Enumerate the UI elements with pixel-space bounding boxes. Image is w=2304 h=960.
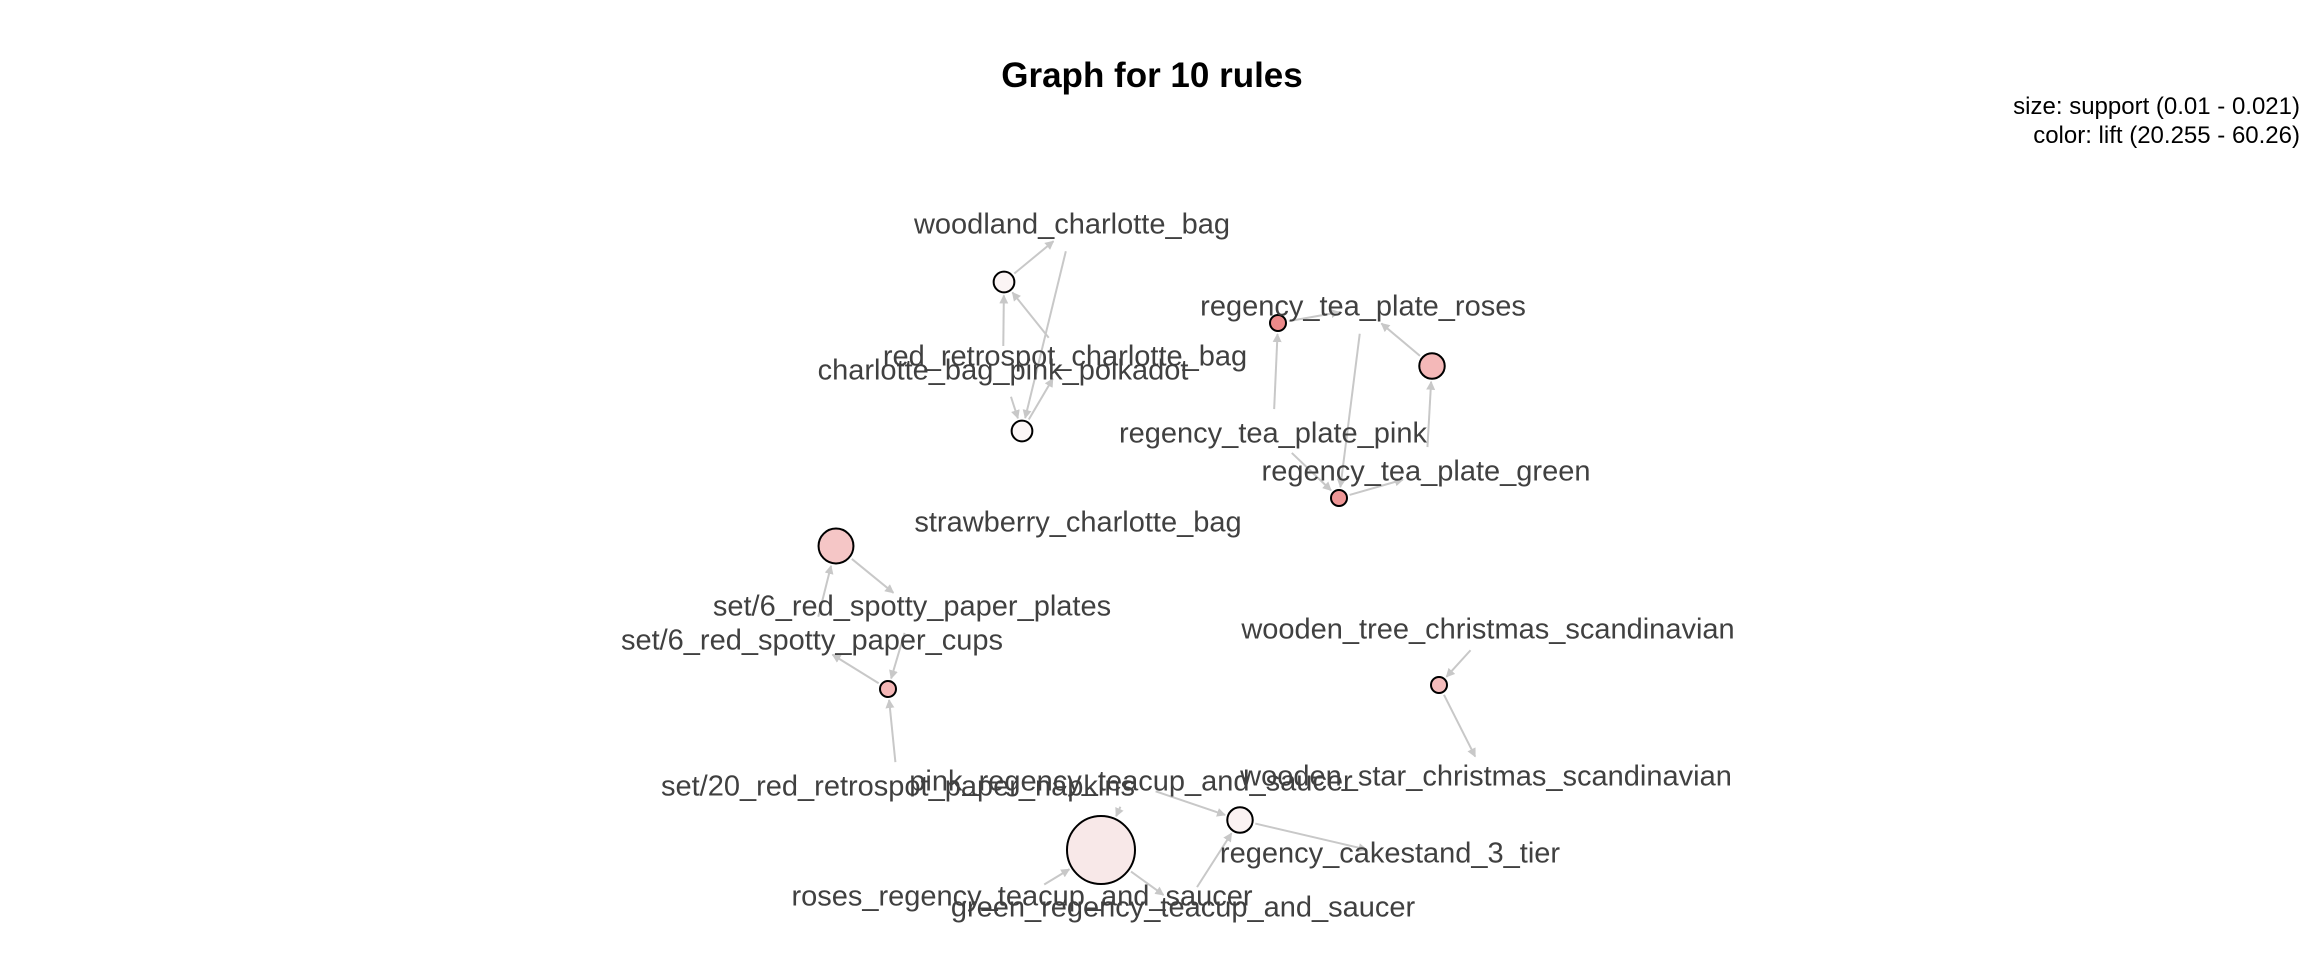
edge-r2-to-red_retrospot [1027,377,1054,420]
edge-tree-to-r8 [1445,649,1472,678]
item-label-cakestand: regency_cakestand_3_tier [1220,838,1561,870]
graph-title: Graph for 10 rules [1001,56,1303,95]
edge-pink_polkadot-to-r1 [999,294,1009,347]
rule-node-r5 [1330,489,1348,507]
item-label-cups: set/6_red_spotty_paper_cups [621,625,1003,657]
item-label-roses_teacup: roses_regency_teacup_and_saucer [791,881,1252,913]
rule-node-r3 [1269,314,1287,332]
edge-plate_pink-to-r5 [1291,452,1332,492]
item-label-star: wooden_star_christmas_scandinavian [1239,761,1732,793]
rule-nodes-layer [817,270,1448,885]
edge-plate_pink-to-r3 [1272,333,1282,410]
legend: size: support (0.01 - 0.021) color: lift… [2013,92,2300,150]
item-label-plate_green: regency_tea_plate_green [1262,456,1591,488]
edge-r7-to-cups [831,653,880,685]
edge-r8-to-star [1443,694,1477,758]
rule-node-r9 [1066,815,1136,885]
rule-node-r4 [1418,352,1446,380]
rule-node-r8 [1430,676,1448,694]
legend-color: color: lift (20.255 - 60.26) [2033,122,2300,149]
item-label-pink_polkadot: charlotte_bag_pink_polkadot [818,355,1189,387]
edge-green_teacup-to-r10 [1196,832,1233,888]
legend-size: size: support (0.01 - 0.021) [2013,93,2300,120]
edge-r1-to-woodland [1013,240,1055,275]
edges-layer [817,240,1477,896]
edge-red_retrospot-to-r1 [1011,291,1050,339]
edge-plate_roses-to-r5 [1336,333,1361,488]
edge-pink_polkadot-to-r2 [1010,396,1020,420]
edge-r4-to-plate_roses [1380,322,1421,357]
edge-r10-to-cakestand [1255,822,1368,853]
edge-woodland-to-r2 [1022,251,1067,419]
item-label-plate_pink: regency_tea_plate_pink [1119,418,1427,450]
edge-plates-to-r7 [889,632,906,680]
rule-node-r6 [817,527,855,565]
item-label-napkins: set/20_red_retrospot_paper_napkins [661,771,1135,803]
rule-node-r10 [1226,806,1254,834]
edge-r6-to-plates [851,558,895,594]
item-label-woodland: woodland_charlotte_bag [913,209,1230,241]
item-label-plate_roses: regency_tea_plate_roses [1200,291,1526,323]
edge-r3-to-plate_roses [1288,309,1341,323]
item-label-tree: wooden_tree_christmas_scandinavian [1240,614,1734,646]
rule-node-r7 [879,680,897,698]
edge-r5-to-plate_green [1349,477,1404,496]
item-label-strawberry: strawberry_charlotte_bag [914,507,1241,539]
item-labels-layer: woodland_charlotte_bag red_retrospot_char… [621,209,1735,924]
rule-node-r1 [992,270,1016,294]
item-label-plates: set/6_red_spotty_paper_plates [713,591,1111,623]
edge-r9-to-green_teacup [1130,870,1165,896]
edge-pink_teacup-to-r10 [1155,790,1226,817]
edge-napkins-to-r7 [885,699,897,763]
item-label-pink_teacup: pink_regency_teacup_and_saucer [909,766,1353,798]
edge-roses_teacup-to-r9 [1043,868,1071,886]
rule-node-r2 [1010,419,1034,443]
item-label-red_retrospot: red_retrospot_charlotte_bag [883,341,1247,373]
edge-pink_teacup-to-r9 [1115,806,1124,818]
edge-cups-to-r6 [817,564,834,618]
item-label-green_teacup: green_regency_teacup_and_saucer [951,892,1416,924]
edge-plate_green-to-r4 [1426,380,1436,448]
